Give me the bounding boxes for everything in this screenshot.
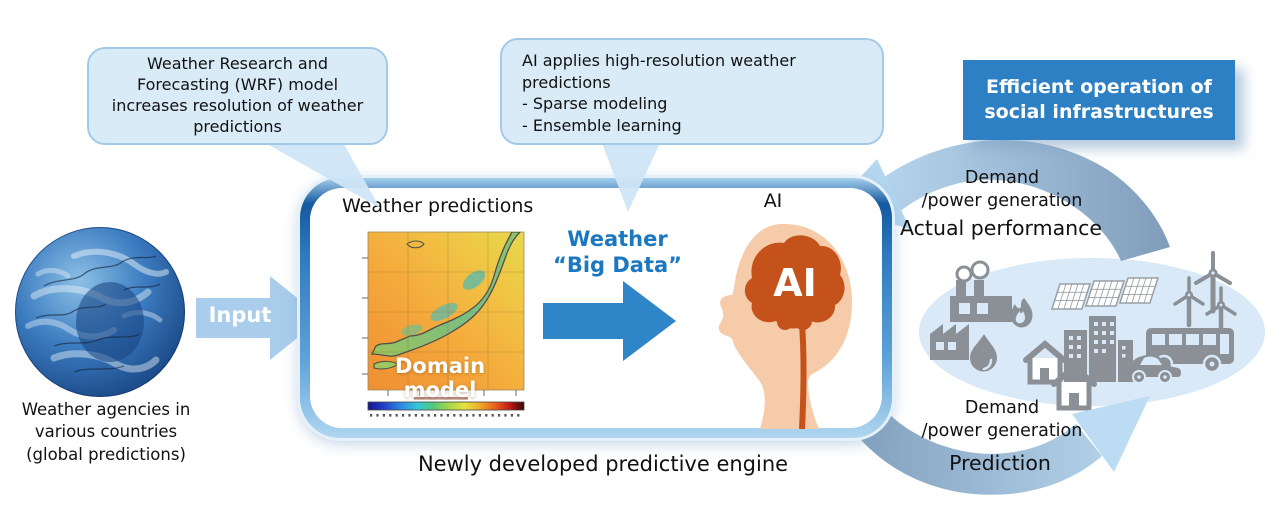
demand-top-line1: Demand (964, 168, 1040, 188)
wrf-callout-line3: increases resolution of weather (111, 96, 364, 115)
car-icon (1122, 355, 1181, 384)
outcome-box: Efficient operation of social infrastruc… (963, 60, 1235, 140)
solar-panels-icon (1050, 277, 1160, 310)
weather-big-data-line2: “Big Data” (553, 253, 682, 278)
globe-caption: Weather agencies in various countries (g… (0, 399, 212, 466)
ai-callout: AI applies high-resolution weather predi… (500, 38, 884, 145)
ai-callout-bullet1: - Sparse modeling (522, 94, 668, 114)
ai-callout-intro: AI applies high-resolution weather predi… (522, 51, 796, 92)
ai-head-image: AI (718, 223, 852, 429)
input-arrow (196, 276, 322, 360)
demand-power-generation-bottom-label: Demand /power generation (893, 397, 1111, 443)
globe-caption-line3: (global predictions) (26, 444, 186, 464)
ai-brain-text: AI (773, 261, 817, 305)
wind-turbines-icon (1173, 251, 1237, 338)
outcome-line1: Efficient operation of (986, 75, 1212, 98)
input-arrow-label: Input (208, 303, 272, 327)
weather-big-data-label: Weather “Big Data” (540, 226, 695, 279)
big-data-arrow (543, 281, 676, 361)
domain-model-label: Domain model (394, 354, 486, 402)
weather-map-image (362, 231, 525, 417)
demand-top-line2: /power generation (921, 190, 1083, 211)
wrf-callout-line1: Weather Research and (146, 54, 329, 74)
wrf-callout-line4: predictions (193, 116, 282, 136)
predictive-engine-box: Weather predictions (300, 178, 892, 438)
weather-big-data-line1: Weather (567, 227, 668, 251)
ai-label: AI (763, 190, 783, 212)
demand-bottom-line2: /power generation (921, 420, 1083, 441)
prediction-label: Prediction (949, 451, 1051, 475)
wrf-callout: Weather Research and Forecasting (WRF) m… (87, 47, 388, 145)
thermal-power-plant-icon (950, 260, 1033, 328)
factory-icon (930, 324, 997, 372)
demand-power-generation-top-label: Demand /power generation (893, 167, 1111, 213)
demand-bottom-line1: Demand (964, 398, 1040, 418)
globe-caption-line2: various countries (34, 422, 178, 442)
social-infrastructure-cluster (919, 251, 1265, 411)
globe-image (15, 227, 185, 397)
globe-caption-line1: Weather agencies in (21, 400, 191, 419)
actual-performance-label: Actual performance (899, 216, 1103, 240)
engine-caption: Newly developed predictive engine (417, 452, 789, 476)
ai-callout-bullet2: - Ensemble learning (522, 115, 682, 135)
bus-icon (1146, 328, 1234, 374)
wrf-callout-line2: Forecasting (WRF) model (136, 75, 339, 95)
outcome-line2: social infrastructures (984, 101, 1214, 123)
weather-predictions-label: Weather predictions (342, 195, 534, 217)
